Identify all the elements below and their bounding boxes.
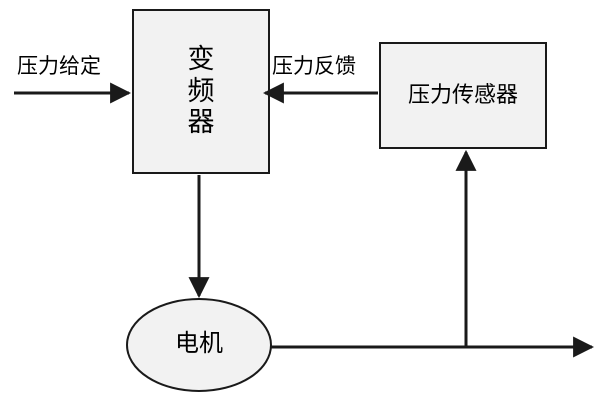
edge-label-setpoint: 压力给定: [17, 54, 101, 78]
node-motor-ellipse: [126, 298, 272, 392]
node-inverter-box: [132, 9, 270, 174]
edge-label-feedback: 压力反馈: [272, 54, 356, 78]
node-sensor-box: [379, 42, 547, 149]
